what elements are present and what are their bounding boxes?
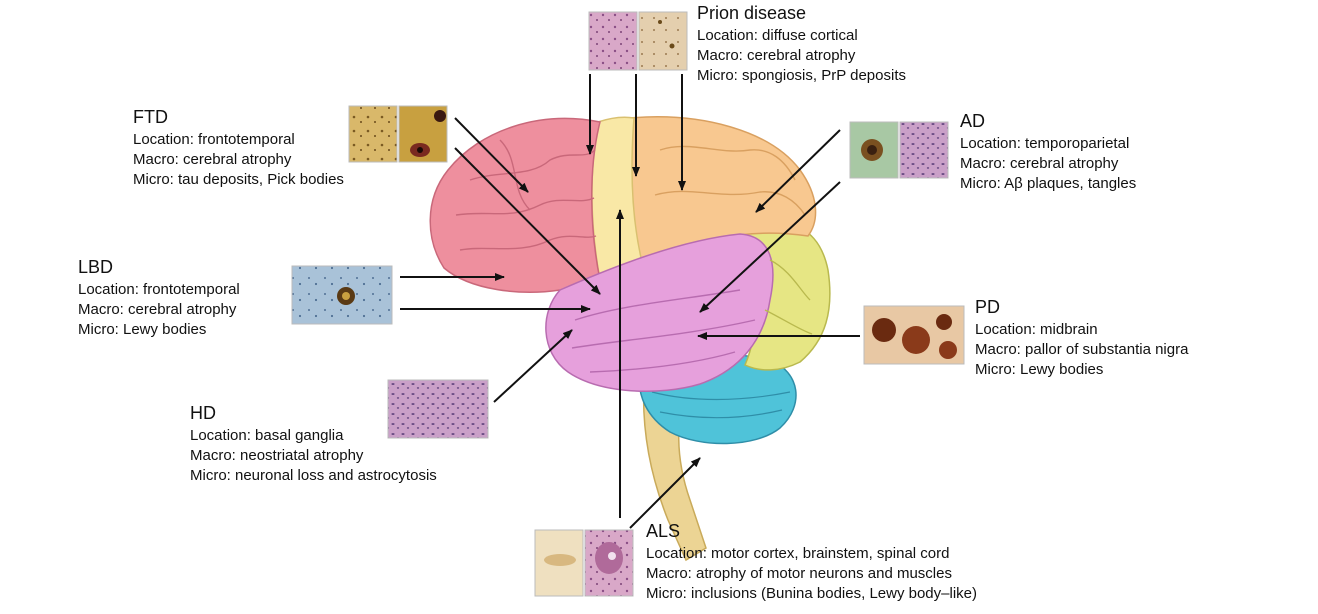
ftd-macro: Macro: cerebral atrophy (133, 151, 292, 168)
micrograph-pd (863, 305, 965, 365)
micrograph-lbd (291, 265, 393, 325)
ftd-arrow-2 (454, 147, 601, 295)
frontal-lobe (429, 117, 601, 293)
hd-macro: Macro: neostriatal atrophy (190, 447, 364, 464)
lbd-title: LBD (78, 257, 114, 277)
als-location: Location: motor cortex, brainstem, spina… (646, 545, 950, 562)
prion-location: Location: diffuse cortical (697, 27, 858, 44)
ad-location: Location: temporoparietal (960, 135, 1130, 152)
parietal-gyri (654, 145, 806, 216)
als-micro: Micro: inclusions (Bunina bodies, Lewy b… (646, 585, 977, 602)
label-ftd: FTD Location: frontotemporal Macro: cere… (133, 106, 344, 190)
label-prion: Prion disease Location: diffuse cortical… (697, 2, 906, 86)
label-als: ALS Location: motor cortex, brainstem, s… (646, 520, 977, 604)
frontal-gyri (455, 139, 597, 251)
micrograph-hd (387, 379, 489, 439)
hd-arrow (493, 329, 573, 403)
lbd-location: Location: frontotemporal (78, 281, 240, 298)
ftd-title: FTD (133, 107, 168, 127)
pd-location: Location: midbrain (975, 321, 1098, 338)
temporal-lobe (545, 233, 774, 393)
hd-title: HD (190, 403, 216, 423)
als-macro: Macro: atrophy of motor neurons and musc… (646, 565, 952, 582)
label-pd: PD Location: midbrain Macro: pallor of s… (975, 296, 1188, 380)
hd-micro: Micro: neuronal loss and astrocytosis (190, 467, 437, 484)
ad-arrow-1 (755, 129, 841, 213)
label-lbd: LBD Location: frontotemporal Macro: cere… (78, 256, 240, 340)
ftd-arrow-1 (454, 117, 529, 193)
ftd-location: Location: frontotemporal (133, 131, 295, 148)
label-hd: HD Location: basal ganglia Macro: neostr… (190, 402, 437, 486)
micrograph-ftd (348, 105, 448, 163)
pd-title: PD (975, 297, 1001, 317)
ad-macro: Macro: cerebral atrophy (960, 155, 1119, 172)
hd-location: Location: basal ganglia (190, 427, 344, 444)
pd-macro: Macro: pallor of substantia nigra (975, 341, 1189, 358)
micrograph-prion (588, 11, 688, 71)
lbd-macro: Macro: cerebral atrophy (78, 301, 237, 318)
label-ad: AD Location: temporoparietal Macro: cere… (960, 110, 1136, 194)
prion-micro: Micro: spongiosis, PrP deposits (697, 67, 906, 84)
ad-micro: Micro: Aβ plaques, tangles (960, 175, 1137, 192)
micrograph-als (534, 529, 634, 597)
ftd-micro: Micro: tau deposits, Pick bodies (133, 171, 344, 188)
als-title: ALS (646, 521, 681, 541)
lbd-micro: Micro: Lewy bodies (78, 321, 207, 338)
ad-title: AD (960, 111, 986, 131)
als-arrow-2 (629, 457, 701, 529)
micrograph-ad (849, 121, 949, 179)
prion-macro: Macro: cerebral atrophy (697, 47, 856, 64)
pd-micro: Micro: Lewy bodies (975, 361, 1104, 378)
ad-arrow-2 (699, 181, 841, 313)
prion-title: Prion disease (697, 3, 807, 23)
arrows (400, 74, 860, 529)
